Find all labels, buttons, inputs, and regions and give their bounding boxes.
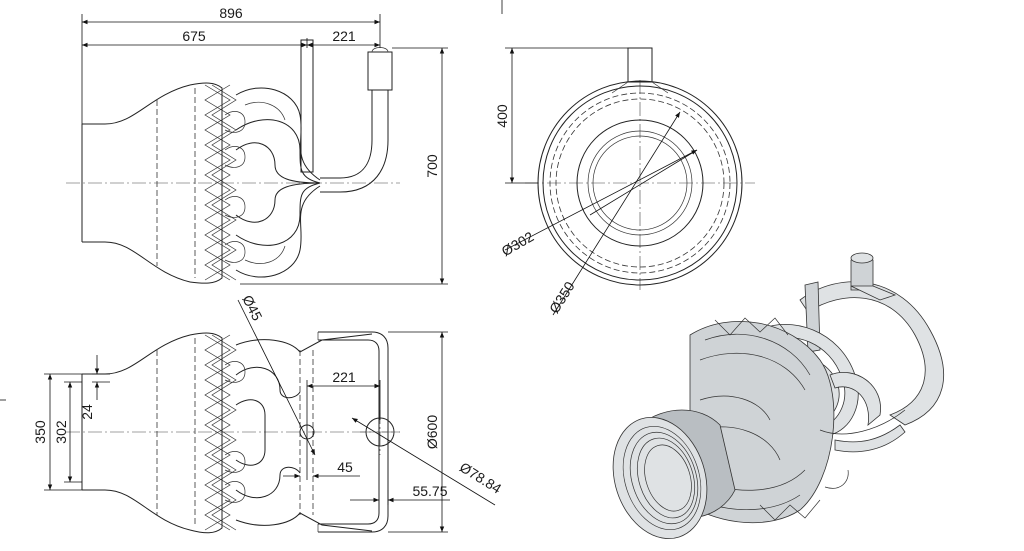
dim-d600: Ø600 (424, 415, 440, 449)
dim-55-75: 55.75 (412, 483, 447, 499)
side-arms (224, 333, 373, 532)
side-lattice (204, 334, 237, 531)
iso-inlet (850, 259, 874, 291)
front-body (189, 82, 223, 284)
front-view: 896 675 221 700 (66, 5, 448, 285)
front-nozzle-bottom (82, 241, 191, 283)
dim-d350: Ø350 (546, 278, 578, 316)
front-arms (224, 87, 321, 278)
iso-manifold-ring (799, 281, 944, 426)
side-view: Ø45 Ø78.84 221 45 55.75 Ø600 350 302 (0, 292, 505, 534)
isometric-view (612, 252, 944, 539)
front-small-inlet (300, 39, 314, 173)
dim-400: 400 (494, 104, 510, 128)
dim-675: 675 (182, 28, 206, 44)
side-nozzle-top (82, 334, 191, 375)
dim-221-front: 221 (332, 28, 356, 44)
top-inner-ring (587, 130, 693, 236)
dim-221-side: 221 (332, 369, 356, 385)
dim-350: 350 (32, 420, 48, 444)
dim-d302: Ø302 (499, 228, 537, 259)
dim-d45: Ø45 (239, 292, 265, 323)
top-view: Ø302 Ø350 400 (494, 0, 755, 316)
dim-700: 700 (424, 154, 440, 178)
dim-302: 302 (53, 420, 69, 444)
front-lattice (204, 84, 237, 281)
side-body (189, 332, 223, 534)
top-inlet (627, 47, 653, 83)
dim-896: 896 (219, 5, 243, 21)
front-manifold-pipe (320, 90, 373, 179)
dim-45: 45 (337, 459, 353, 475)
dim-d78-84: Ø78.84 (457, 459, 505, 497)
front-nozzle-top (82, 84, 191, 125)
dim-24: 24 (79, 404, 95, 420)
front-large-inlet (367, 51, 393, 91)
